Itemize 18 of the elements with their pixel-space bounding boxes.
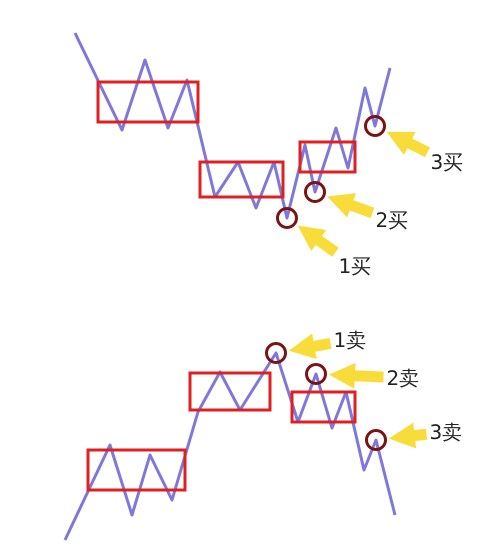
arrow <box>386 132 430 158</box>
signal-label: 1卖 <box>334 328 366 352</box>
arrow <box>328 362 384 389</box>
signal-label: 3卖 <box>430 420 462 444</box>
point-marker <box>305 363 327 385</box>
arrow <box>327 193 374 218</box>
signal-label: 3买 <box>430 150 464 174</box>
point-marker <box>276 207 298 229</box>
point-marker <box>364 115 386 137</box>
point-marker <box>304 181 326 203</box>
arrow <box>288 333 332 360</box>
arrow <box>298 226 339 257</box>
signal-label: 2卖 <box>386 366 420 390</box>
signal-label: 2买 <box>376 208 408 232</box>
arrow <box>388 422 428 448</box>
signal-label: 1买 <box>338 254 372 278</box>
point-marker <box>265 342 287 364</box>
point-marker <box>365 429 387 451</box>
